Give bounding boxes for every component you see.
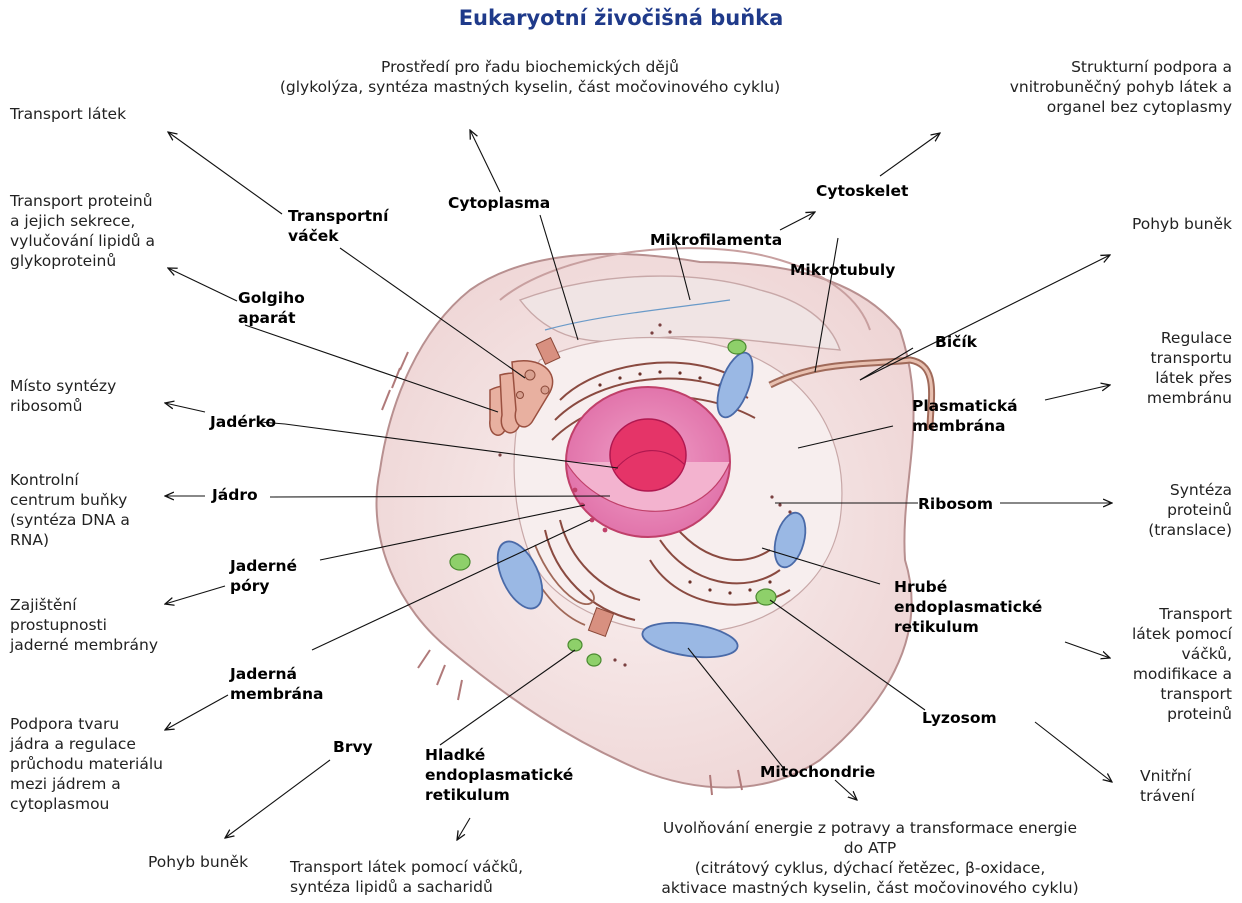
- nucleolus: [610, 419, 686, 491]
- label-nuclear-membrane: Jaderná membrána: [230, 664, 324, 704]
- label-cytoplasm: Cytoplasma: [448, 193, 550, 213]
- label-nuclear-pores: Jaderné póry: [230, 556, 297, 596]
- label-cytoskeleton: Cytoskelet: [816, 181, 908, 201]
- label-transport-vesicle: Transportní váček: [288, 206, 388, 246]
- label-flagellum: Bičík: [935, 332, 977, 352]
- label-nucleolus: Jadérko: [210, 412, 276, 432]
- desc-kontrolni-centrum: Kontrolní centrum buňky (syntéza DNA a R…: [10, 470, 130, 550]
- label-nucleus: Jádro: [212, 485, 258, 505]
- desc-misto-syntezy: Místo syntézy ribosomů: [10, 376, 116, 416]
- desc-transport-proteinu: Transport proteinů a jejich sekrece, vyl…: [10, 191, 155, 271]
- label-lysosome: Lyzosom: [922, 708, 997, 728]
- desc-cytoplasm-function: Prostředí pro řadu biochemických dějů (g…: [230, 57, 830, 97]
- desc-pohyb-bunek-right: Pohyb buněk: [1050, 214, 1232, 234]
- label-ribosome: Ribosom: [918, 494, 993, 514]
- label-plasma-membrane: Plasmatická membrána: [912, 396, 1018, 436]
- desc-smooth-er-function: Transport látek pomocí váčků, syntéza li…: [290, 857, 523, 897]
- label-mitochondria: Mitochondrie: [760, 762, 875, 782]
- desc-zajisteni: Zajištění prostupnosti jaderné membrány: [10, 595, 158, 655]
- desc-transport-latek: Transport látek: [10, 104, 126, 124]
- label-rough-er: Hrubé endoplasmatické retikulum: [894, 577, 1042, 637]
- label-microtubules: Mikrotubuly: [790, 260, 895, 280]
- label-microfilaments: Mikrofilamenta: [650, 230, 782, 250]
- desc-pohyb-bunek-left: Pohyb buněk: [148, 852, 248, 872]
- desc-synteza-proteinu: Syntéza proteinů (translace): [1080, 480, 1232, 540]
- desc-regulace: Regulace transportu látek přes membránu: [1080, 328, 1232, 408]
- label-cilia: Brvy: [333, 737, 373, 757]
- desc-cytoskeleton-function: Strukturní podpora a vnitrobuněčný pohyb…: [900, 57, 1232, 117]
- desc-mitochondria-function: Uvolňování energie z potravy a transform…: [610, 818, 1130, 898]
- label-smooth-er: Hladké endoplasmatické retikulum: [425, 745, 573, 805]
- label-golgi-apparatus: Golgiho aparát: [238, 288, 305, 328]
- desc-rough-er-function: Transport látek pomocí váčků, modifikace…: [1080, 604, 1232, 724]
- desc-podpora-tvaru: Podpora tvaru jádra a regulace průchodu …: [10, 714, 163, 814]
- desc-vnitrni-traveni: Vnitřní trávení: [1140, 766, 1195, 806]
